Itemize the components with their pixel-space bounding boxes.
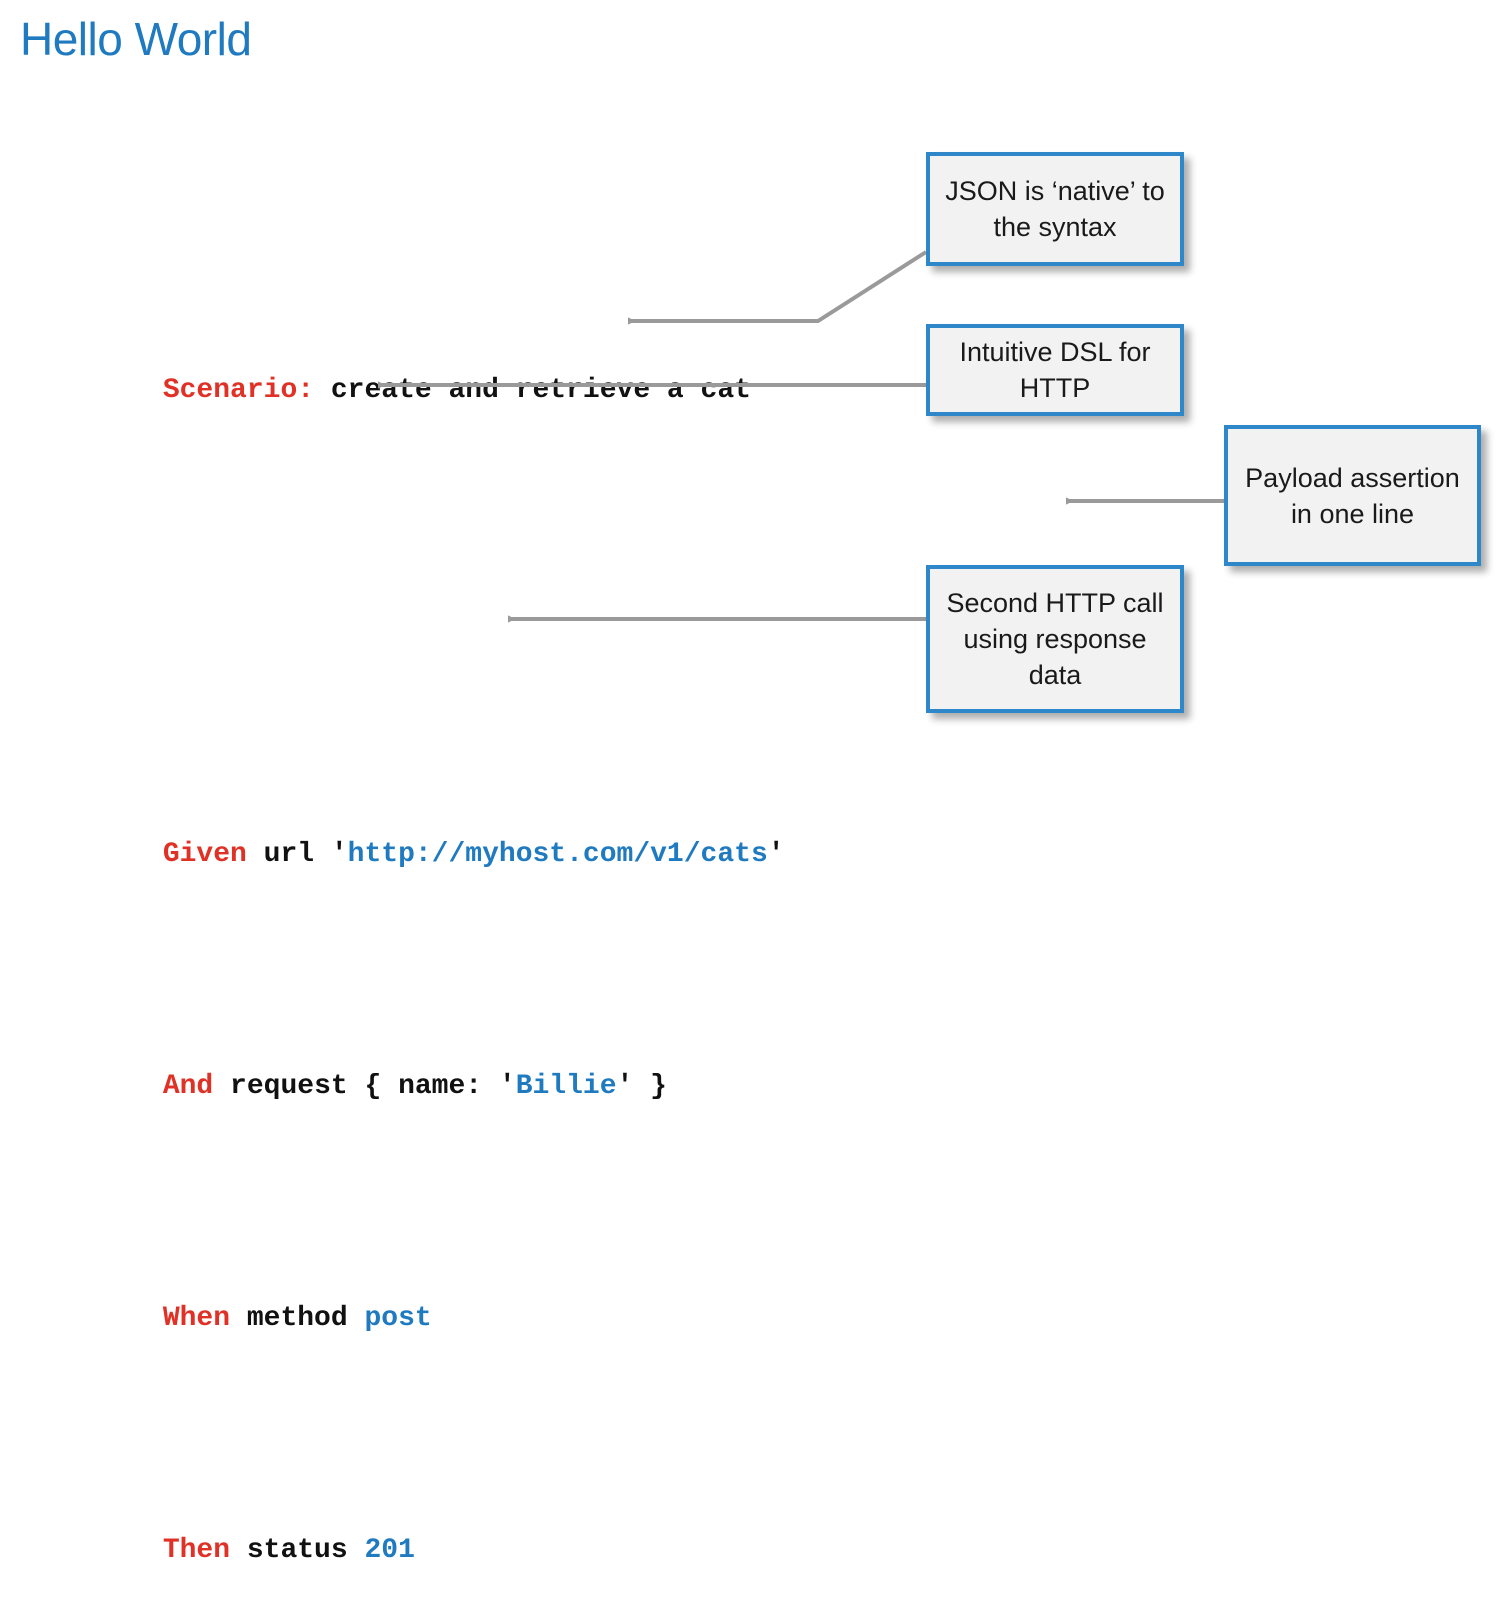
- callout-payload-text: Payload assertion in one line: [1245, 462, 1460, 529]
- callout-payload: Payload assertion in one line: [1224, 425, 1481, 566]
- code-line-then-201: Then status 201: [62, 1464, 1104, 1566]
- code-text-status-1: status: [230, 1535, 365, 1566]
- code-text-request-end: ' }: [616, 1071, 667, 1102]
- callout-second-http: Second HTTP call using response data: [926, 565, 1184, 713]
- keyword-scenario: Scenario:: [162, 375, 315, 406]
- code-line-given-url: Given url 'http://myhost.com/v1/cats': [62, 768, 1104, 870]
- callout-json-native: JSON is ‘native’ to the syntax: [926, 152, 1184, 266]
- callout-intuitive-dsl: Intuitive DSL for HTTP: [926, 324, 1184, 416]
- code-line-when-post: When method post: [62, 1232, 1104, 1334]
- code-value-201: 201: [364, 1535, 415, 1566]
- code-value-url: http://myhost.com/v1/cats: [347, 839, 768, 870]
- code-value-post: post: [364, 1303, 432, 1334]
- code-text-method-1: method: [230, 1303, 365, 1334]
- callout-json-native-text: JSON is ‘native’ to the syntax: [945, 176, 1165, 242]
- keyword-and-request: And: [162, 1071, 214, 1102]
- keyword-given: Given: [162, 839, 247, 870]
- code-value-billie-1: Billie: [515, 1071, 617, 1102]
- code-line-scenario: Scenario: create and retrieve a cat: [62, 304, 1104, 406]
- page-title: Hello World: [20, 13, 252, 65]
- keyword-when-post: When: [162, 1303, 231, 1334]
- callout-second-http-text: Second HTTP call using response data: [946, 588, 1164, 690]
- keyword-then-201: Then: [162, 1535, 231, 1566]
- slide-canvas: Hello World Scenario: create and retriev…: [20, 13, 1481, 1566]
- code-line-and-request: And request { name: 'Billie' }: [62, 1000, 1104, 1102]
- code-text-scenario: create and retrieve a cat: [314, 375, 751, 406]
- code-text-url: url ': [246, 839, 348, 870]
- code-text-request: request { name: ': [213, 1071, 516, 1102]
- code-quote-close-url: ': [767, 839, 785, 870]
- callout-intuitive-dsl-text: Intuitive DSL for HTTP: [959, 337, 1151, 403]
